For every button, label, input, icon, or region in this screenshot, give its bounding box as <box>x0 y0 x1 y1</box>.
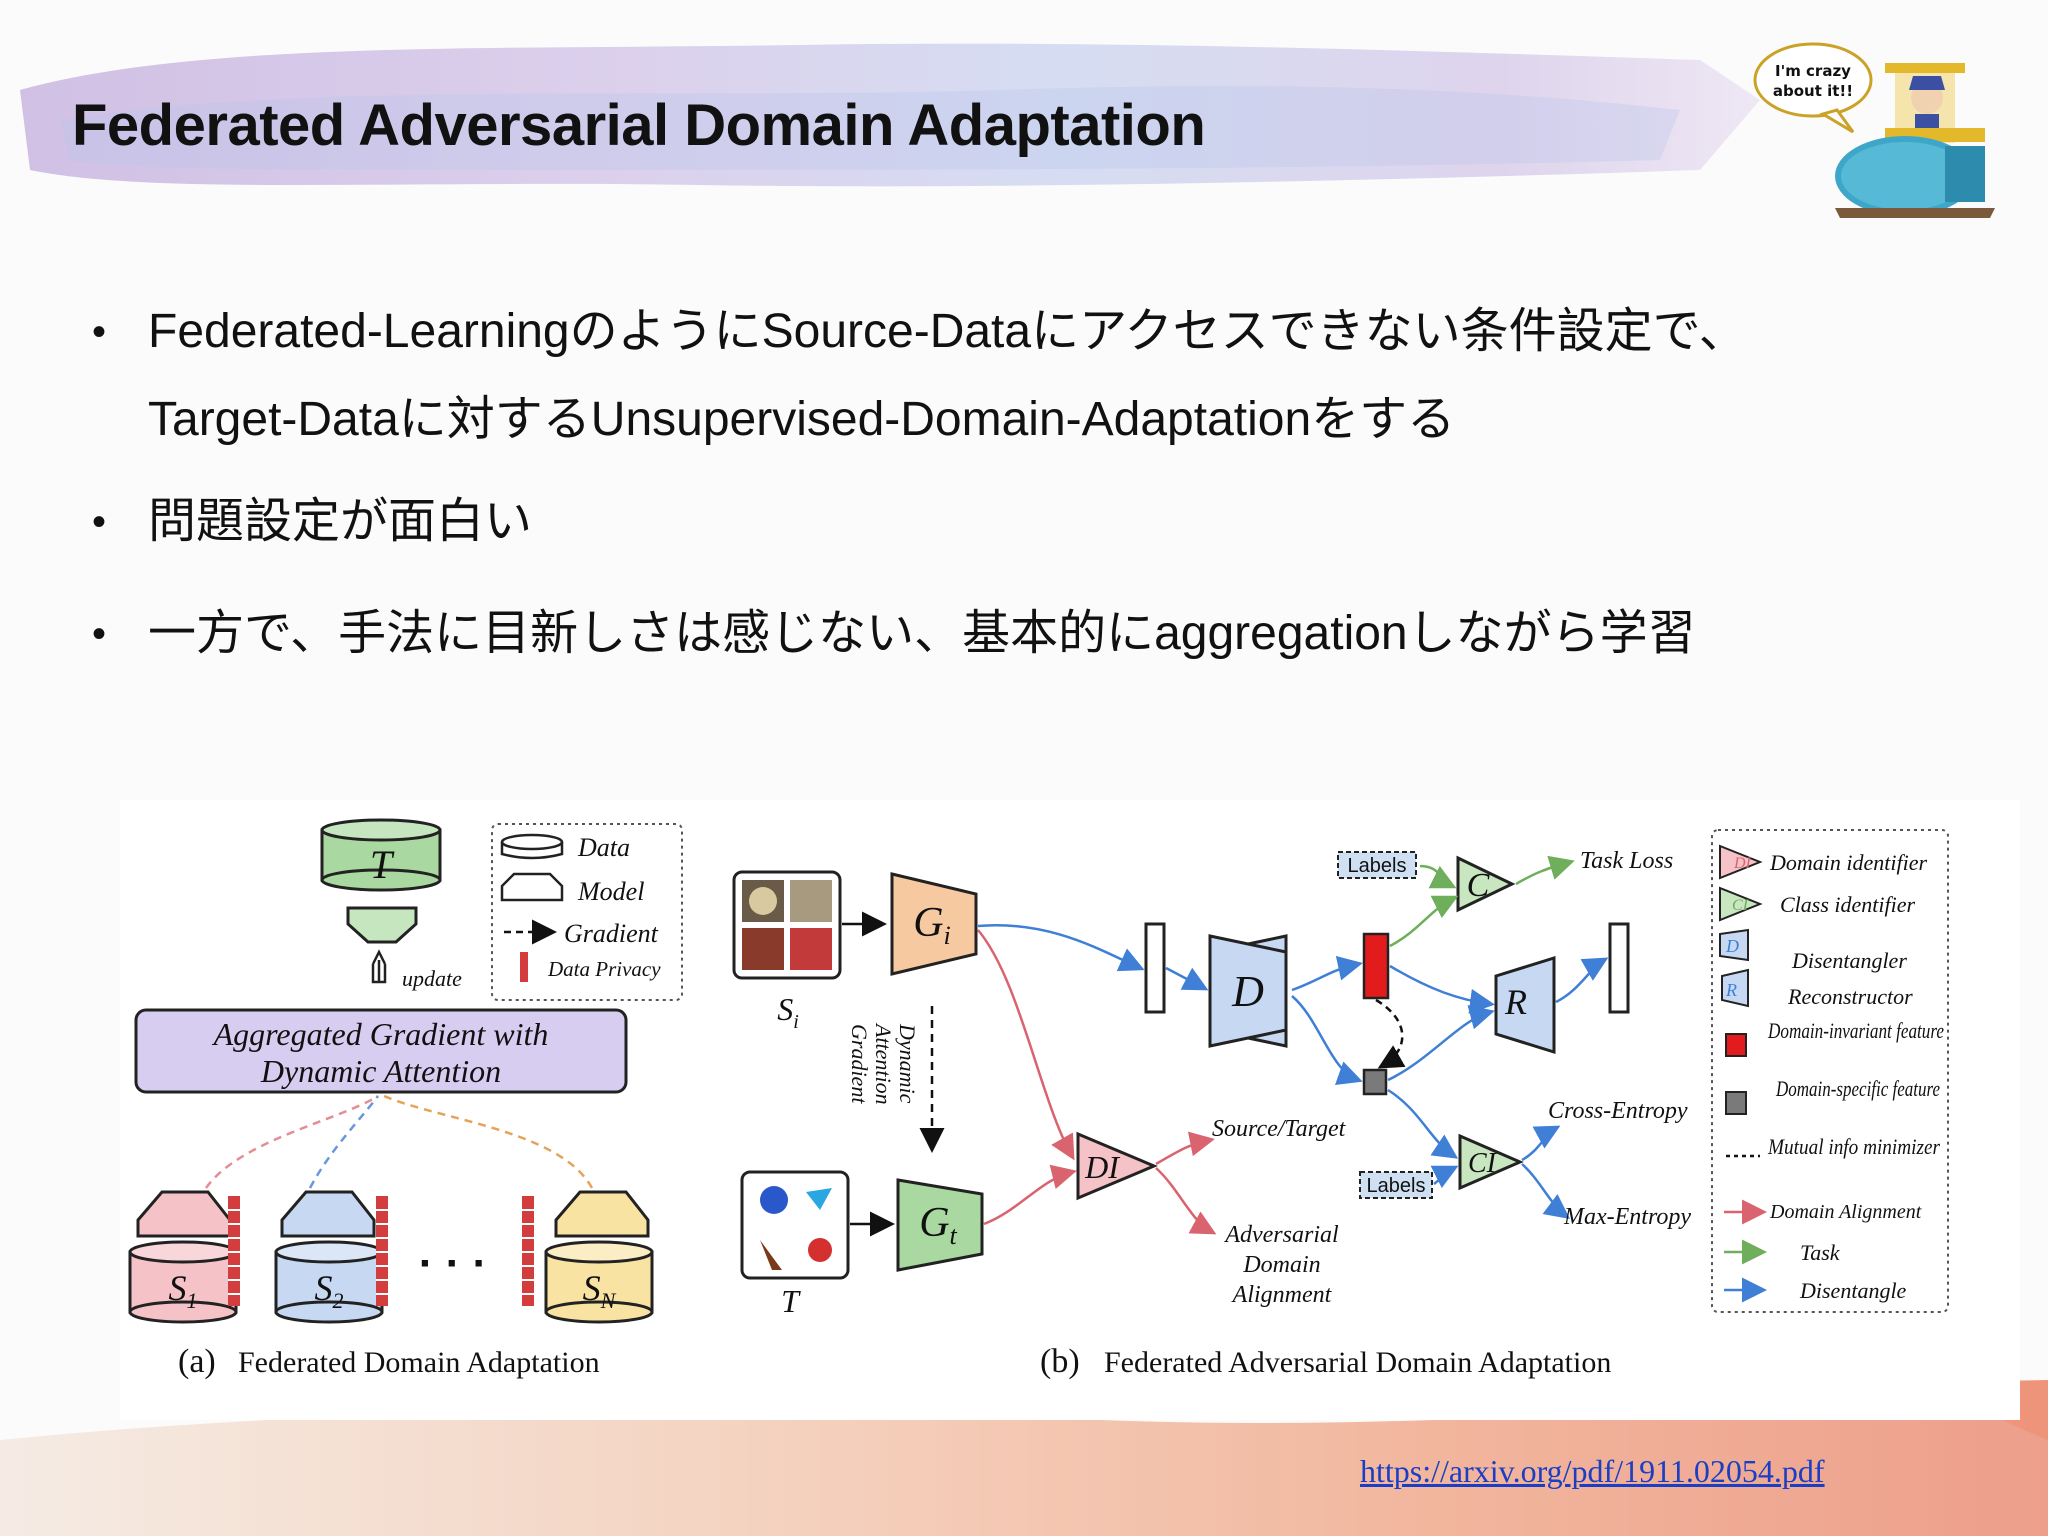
svg-text:Task Loss: Task Loss <box>1580 848 1673 874</box>
svg-text:D: D <box>1231 967 1264 1016</box>
svg-text:Alignment: Alignment <box>1231 1282 1333 1308</box>
svg-text:Dynamic: Dynamic <box>895 1023 920 1104</box>
svg-text:Si: Si <box>777 991 799 1033</box>
svg-text:Cross-Entropy: Cross-Entropy <box>1548 1098 1688 1124</box>
legend-a-box <box>491 823 683 1001</box>
svg-text:CI: CI <box>1468 1148 1498 1179</box>
labels-top <box>1337 851 1417 879</box>
svg-text:Gt: Gt <box>919 1200 957 1250</box>
target-data-cylinder: T <box>320 818 442 892</box>
svg-text:Domain Alignment: Domain Alignment <box>1769 1201 1922 1223</box>
svg-text:Domain identifier: Domain identifier <box>1769 850 1927 875</box>
svg-text:Domain: Domain <box>1242 1252 1320 1278</box>
mascot-road-roller-illustration: I'm crazy about it!! <box>1753 42 1995 218</box>
target-model-shape <box>346 906 418 944</box>
svg-text:DI: DI <box>1733 855 1752 872</box>
sourceN-cylinder: SN <box>544 1240 654 1324</box>
svg-text:Source/Target: Source/Target <box>1212 1116 1347 1142</box>
svg-text:D: D <box>1725 936 1739 956</box>
svg-text:Adversarial: Adversarial <box>1223 1222 1339 1248</box>
bullet-line: 問題設定が面白い <box>148 495 533 548</box>
svg-text:Task: Task <box>1800 1240 1841 1265</box>
feature-vector <box>1144 922 1166 1014</box>
svg-text:(a): (a) <box>178 1343 216 1380</box>
figure-panel: T update Aggregated Gradient with Dynami… <box>120 800 2020 1420</box>
sourceN-model <box>554 1190 650 1238</box>
svg-text:I'm crazy: I'm crazy <box>1775 62 1851 80</box>
caption-b: Federated Adversarial Domain Adaptation <box>1104 1346 1611 1379</box>
svg-text:R: R <box>1725 980 1737 1000</box>
caption-a: Federated Domain Adaptation <box>238 1346 600 1379</box>
legend-b-box <box>1711 829 1949 1313</box>
svg-text:Model: Model <box>577 877 644 906</box>
domain-identifier-di <box>1076 1131 1158 1201</box>
target-images <box>740 1170 850 1280</box>
aggregated-gradient-box <box>134 1008 628 1094</box>
source1-cylinder: S1 <box>128 1240 238 1324</box>
svg-text:Gradient: Gradient <box>847 1024 872 1104</box>
target-label: T <box>370 842 395 887</box>
class-identifier-ci <box>1458 1133 1524 1191</box>
svg-text:(b): (b) <box>1040 1343 1080 1380</box>
svg-text:Data: Data <box>577 833 630 862</box>
svg-text:C: C <box>1467 867 1490 904</box>
svg-text:about it!!: about it!! <box>1773 82 1853 100</box>
source2-cylinder: S2 <box>274 1240 384 1324</box>
svg-text:Labels: Labels <box>1348 855 1407 877</box>
svg-text:Reconstructor: Reconstructor <box>1787 984 1913 1009</box>
title-banner-watercolor <box>20 43 1760 187</box>
reconstructed-vector <box>1608 922 1630 1014</box>
svg-text:Attention: Attention <box>871 1022 896 1105</box>
svg-text:Gradient: Gradient <box>564 919 659 948</box>
svg-text:SN: SN <box>583 1268 617 1313</box>
ellipsis: · · · <box>419 1239 487 1288</box>
panel-b: Si T Gi Gt Dynamic Attention Gradient D <box>732 829 1949 1380</box>
svg-text:T: T <box>781 1283 801 1319</box>
svg-text:Gi: Gi <box>913 900 951 950</box>
svg-text:Labels: Labels <box>1367 1175 1426 1197</box>
svg-text:DI: DI <box>1084 1149 1120 1185</box>
legend-mutual-info: Mutual info minimizer <box>1767 1134 1940 1159</box>
bullet-line: 一方で、手法に目新しさは感じない、基本的にaggregationしながら学習 <box>148 607 1696 660</box>
svg-text:Disentangle: Disentangle <box>1799 1278 1907 1303</box>
bullet-line: Federated-LearningのようにSource-Dataにアクセスでき… <box>148 305 1747 358</box>
bullet-dot: • <box>92 500 107 544</box>
labels-bottom <box>1359 1171 1433 1199</box>
update-label: update <box>402 966 462 991</box>
bullet-dot: • <box>92 612 107 656</box>
slide-title: Federated Adversarial Domain Adaptation <box>72 93 1206 158</box>
aggregate-line2: Dynamic Attention <box>260 1053 501 1089</box>
domain-specific-feature <box>1362 1068 1388 1096</box>
aggregate-line1: Aggregated Gradient with <box>212 1016 549 1052</box>
svg-text:Data Privacy: Data Privacy <box>547 957 661 981</box>
reconstructor-r <box>1494 955 1556 1055</box>
svg-text:S2: S2 <box>315 1268 344 1313</box>
bullet-dot: • <box>92 310 107 354</box>
domain-invariant-feature <box>1362 932 1390 1000</box>
bullet-line: Target-Dataに対するUnsupervised-Domain-Adapt… <box>148 393 1456 446</box>
svg-text:CI: CI <box>1732 897 1749 914</box>
reference-link[interactable]: https://arxiv.org/pdf/1911.02054.pdf <box>1360 1453 1825 1489</box>
disentangler-d <box>1208 934 1288 1048</box>
svg-text:S1: S1 <box>169 1268 198 1313</box>
panel-a: T update Aggregated Gradient with Dynami… <box>128 818 683 1380</box>
svg-text:Class identifier: Class identifier <box>1780 892 1916 917</box>
generator-gt <box>896 1178 984 1272</box>
svg-text:Disentangler: Disentangler <box>1791 948 1907 973</box>
generator-gi <box>890 872 978 976</box>
classifier-c <box>1456 855 1516 913</box>
svg-text:Max-Entropy: Max-Entropy <box>1563 1204 1691 1230</box>
legend-domain-specific: Domain-specific feature <box>1775 1076 1940 1101</box>
legend-domain-invariant: Domain-invariant feature <box>1767 1018 1944 1043</box>
svg-text:R: R <box>1504 982 1527 1022</box>
source2-model <box>280 1190 376 1238</box>
bullet-item-1: • Federated-LearningのようにSource-Dataにアクセス… <box>92 288 1972 464</box>
